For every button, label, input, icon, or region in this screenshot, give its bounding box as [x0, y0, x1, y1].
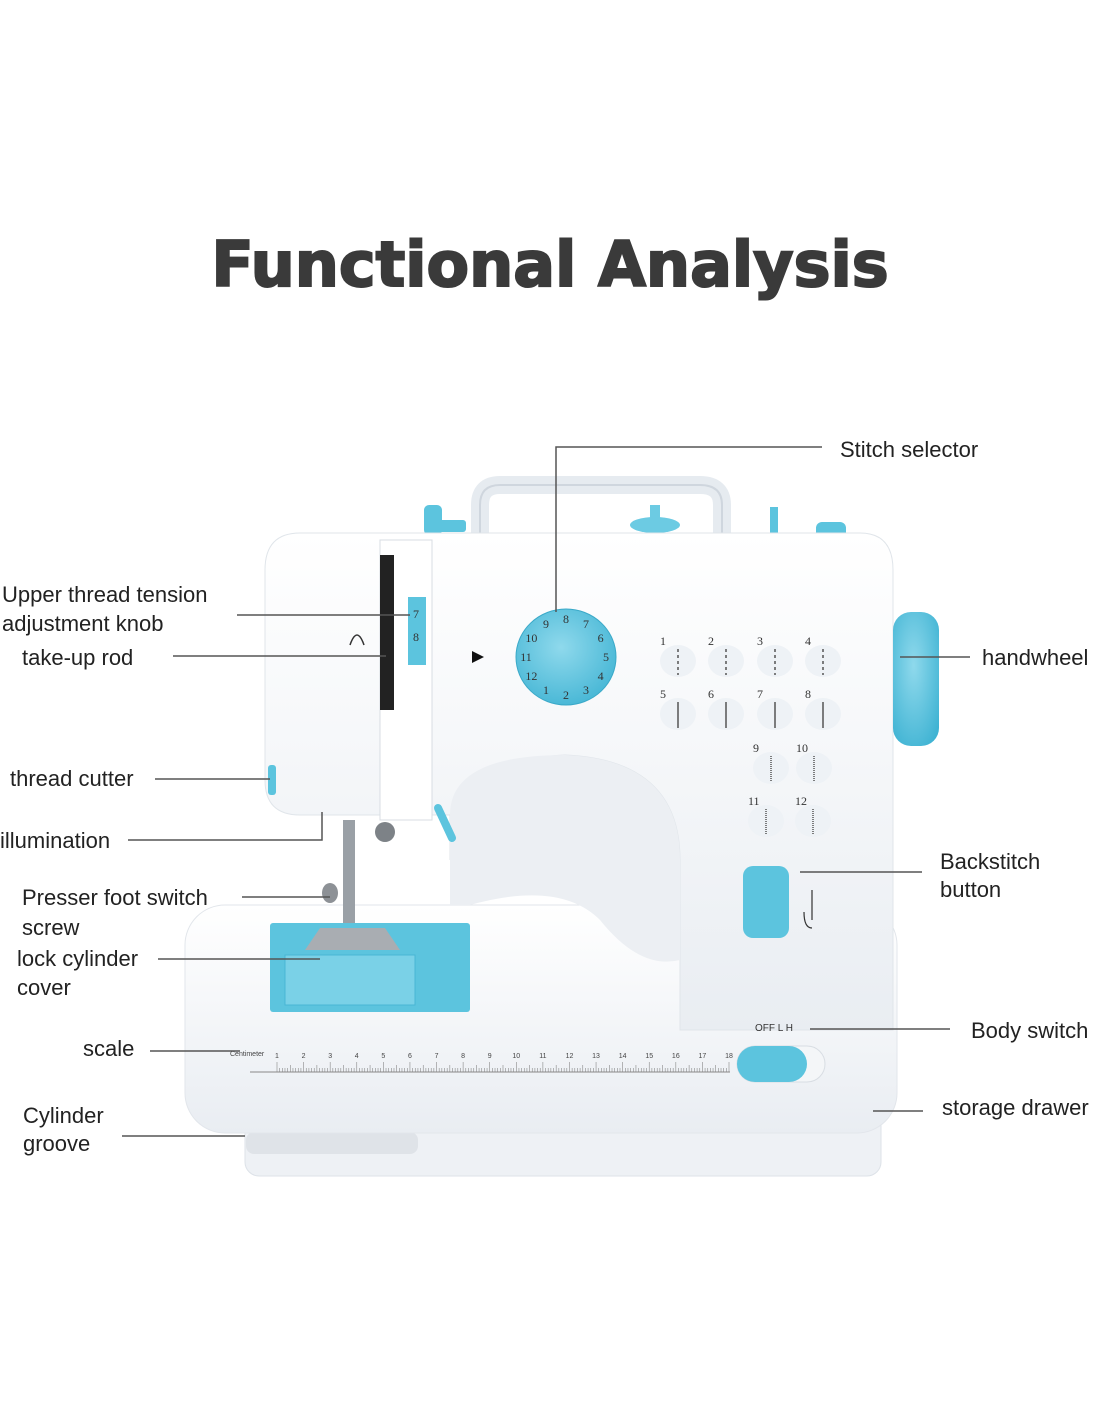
dial-number: 3 [583, 683, 589, 697]
leader-lines [122, 446, 970, 1137]
stitch-number: 10 [796, 741, 808, 755]
ruler-number: 4 [355, 1053, 359, 1060]
dial-number: 4 [598, 669, 604, 683]
dial-number: 2 [563, 688, 569, 702]
ruler-number: 9 [488, 1053, 492, 1060]
ruler-number: 10 [512, 1053, 520, 1060]
label-presser-1: Presser foot switch [22, 885, 208, 910]
dial-number: 10 [525, 631, 537, 645]
ruler-number: 12 [566, 1053, 574, 1060]
label-handwheel: handwheel [982, 645, 1089, 670]
presser-foot-screw [322, 883, 338, 903]
ruler-number: 17 [699, 1053, 707, 1060]
label-lock-2: cover [17, 975, 71, 1000]
dial-number: 12 [525, 669, 537, 683]
stitch-number: 4 [805, 634, 811, 648]
label-stitch-selector: Stitch selector [840, 437, 979, 462]
presser-foot [305, 928, 400, 950]
body-switch-knob [737, 1046, 807, 1082]
stitch-number: 9 [753, 741, 759, 755]
ruler-number: 18 [725, 1053, 733, 1060]
page-title: Functional Analysis [210, 227, 889, 302]
presser-bar [343, 820, 355, 930]
stitch-number: 5 [660, 687, 666, 701]
label-lock-1: lock cylinder [17, 946, 139, 971]
pointer-arrow-icon [472, 651, 484, 663]
switch-positions: OFF L H [755, 1023, 793, 1034]
arch-opening [450, 755, 680, 962]
label-illumination: illumination [0, 828, 111, 853]
dial-number: 11 [520, 650, 532, 664]
ruler-number: 11 [539, 1053, 546, 1060]
ruler-number: 2 [302, 1053, 306, 1060]
tension-number: 7 [413, 607, 419, 621]
label-body-switch: Body switch [971, 1018, 1089, 1043]
label-presser-2: screw [22, 915, 80, 940]
ruler-number: 5 [381, 1053, 385, 1060]
backstitch-button [743, 866, 789, 938]
label-thread-cutter: thread cutter [10, 766, 134, 791]
label-backstitch-2: button [940, 877, 1002, 902]
dial-number: 6 [598, 631, 604, 645]
label-scale: scale [83, 1036, 135, 1061]
stitch-number: 6 [708, 687, 714, 701]
cylinder-groove [246, 1132, 418, 1154]
ruler-number: 16 [672, 1053, 680, 1060]
stitch-number: 3 [757, 634, 763, 648]
stitch-number: 11 [748, 794, 760, 808]
stitch-number: 12 [795, 794, 807, 808]
ruler-number: 13 [592, 1053, 600, 1060]
ruler-number: 14 [619, 1053, 627, 1060]
label-cylinder-1: Cylinder [23, 1103, 104, 1128]
tension-number: 8 [413, 630, 419, 644]
stitch-number: 8 [805, 687, 811, 701]
label-tension-1: Upper thread tension [2, 582, 208, 607]
dial-number: 1 [543, 683, 549, 697]
dial-number: 7 [583, 617, 589, 631]
stitch-number: 2 [708, 634, 714, 648]
stitch-selector-dial [515, 608, 617, 706]
label-take-up-rod: take-up rod [22, 645, 134, 670]
stitch-number: 7 [757, 687, 763, 701]
label-cylinder-2: groove [23, 1131, 91, 1156]
thread-cutter [268, 765, 276, 795]
ruler-number: 8 [461, 1053, 465, 1060]
ruler-number: 6 [408, 1053, 412, 1060]
label-backstitch-1: Backstitch [940, 849, 1041, 874]
ruler-number: 7 [435, 1053, 439, 1060]
handwheel [893, 612, 939, 746]
stitch-number: 1 [660, 634, 666, 648]
ruler-number: 3 [328, 1053, 332, 1060]
ruler-unit: Centimeter [230, 1051, 265, 1058]
dial-number: 5 [603, 650, 609, 664]
dial-number: 9 [543, 617, 549, 631]
tension-window [408, 597, 426, 665]
label-tension-2: adjustment knob [2, 611, 164, 636]
ruler-number: 1 [275, 1053, 279, 1060]
dial-number: 8 [563, 612, 569, 626]
label-storage-drawer: storage drawer [942, 1095, 1089, 1120]
ruler-number: 15 [645, 1053, 653, 1060]
